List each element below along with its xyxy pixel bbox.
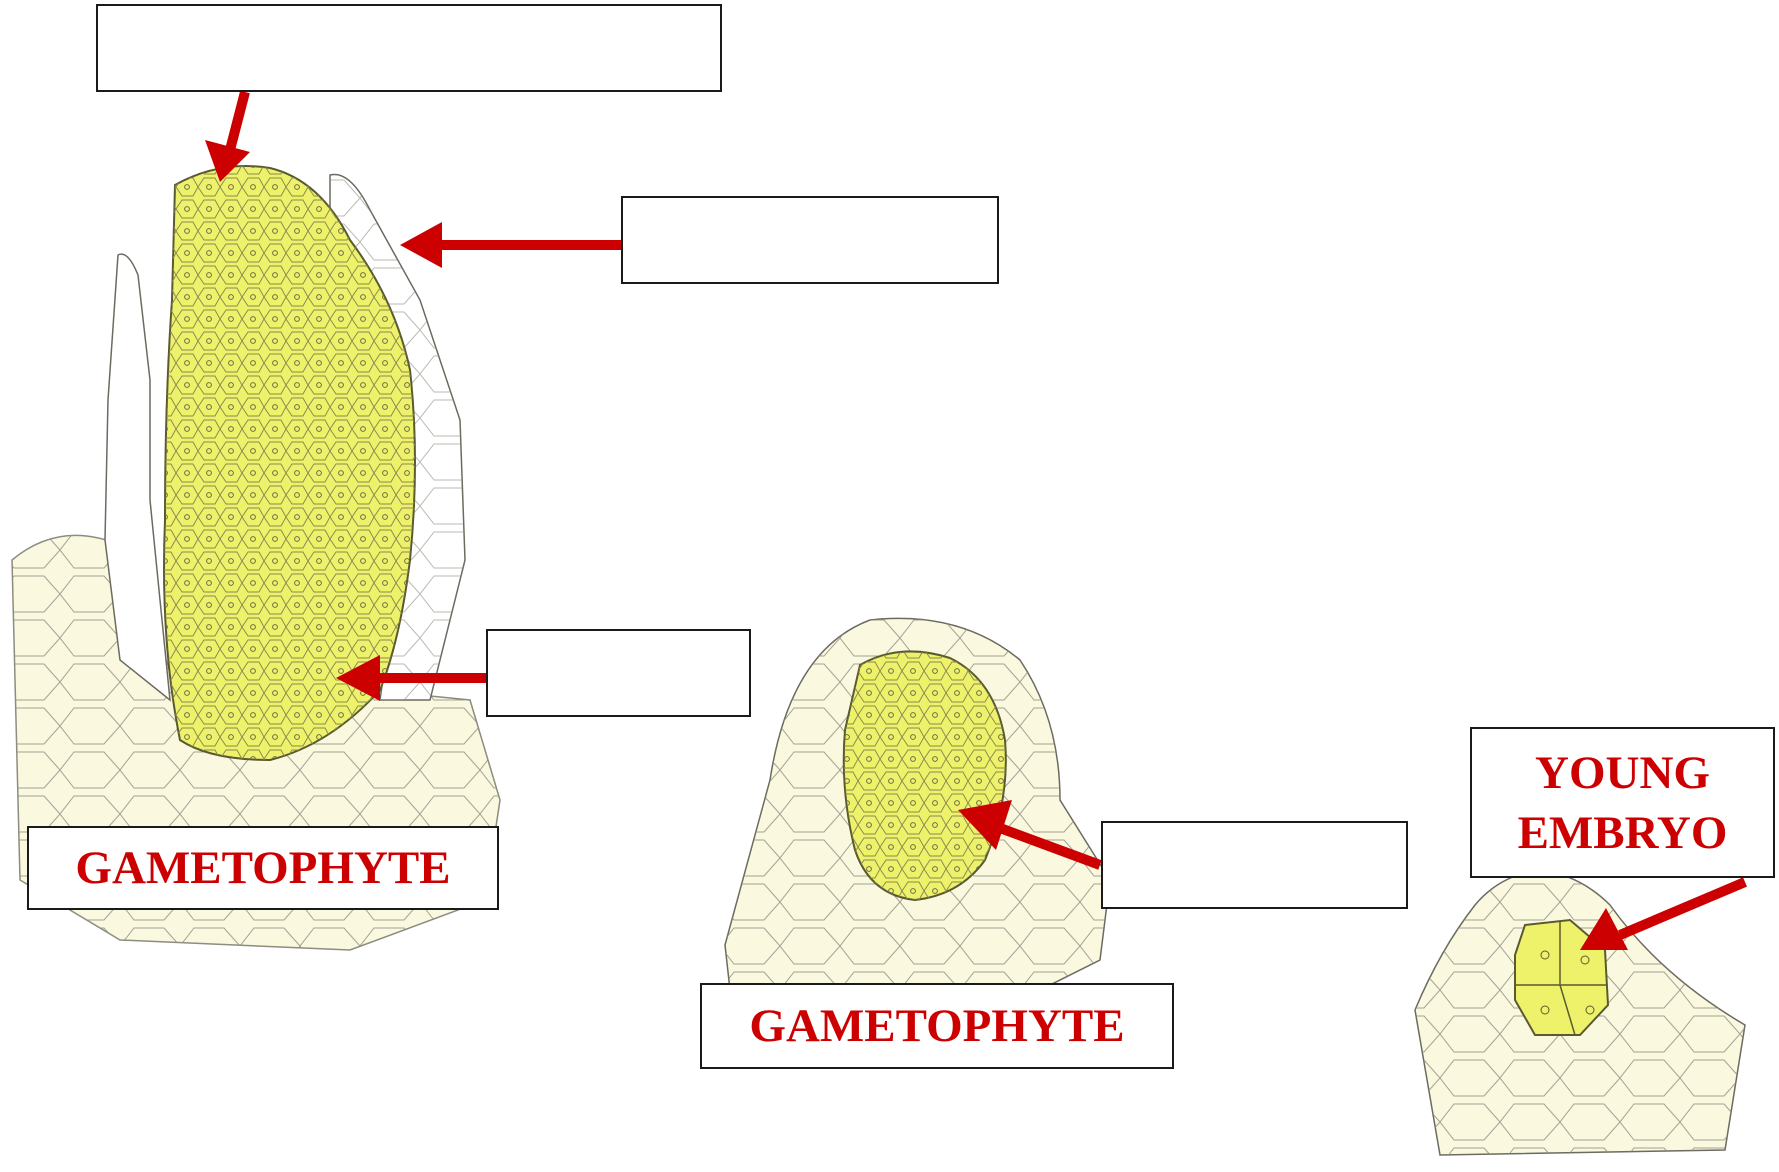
left-sheath-left xyxy=(104,253,171,702)
label-young-embryo-line1: YOUNG xyxy=(1535,747,1710,799)
label-young-embryo: YOUNG EMBRYO xyxy=(1470,727,1775,878)
blank-label-box-middle-body[interactable] xyxy=(1101,821,1408,909)
label-gametophyte-middle: GAMETOPHYTE xyxy=(700,983,1174,1069)
middle-specimen xyxy=(724,617,1111,1011)
label-young-embryo-line2: EMBRYO xyxy=(1517,807,1728,859)
arrow-embryo xyxy=(1580,877,1747,950)
arrow-sheath xyxy=(400,222,622,268)
label-gametophyte-left: GAMETOPHYTE xyxy=(27,826,499,910)
arrow-left-body xyxy=(336,655,488,701)
pointer-arrows xyxy=(205,90,1747,950)
label-gametophyte-left-text: GAMETOPHYTE xyxy=(75,842,451,894)
blank-label-box-left-body[interactable] xyxy=(486,629,751,717)
blank-label-box-top[interactable] xyxy=(96,4,722,92)
right-specimen xyxy=(1414,869,1746,1156)
arrow-top xyxy=(205,90,250,182)
arrow-middle-body xyxy=(958,800,1102,870)
label-gametophyte-middle-text: GAMETOPHYTE xyxy=(749,1000,1125,1052)
blank-label-box-sheath[interactable] xyxy=(621,196,999,284)
